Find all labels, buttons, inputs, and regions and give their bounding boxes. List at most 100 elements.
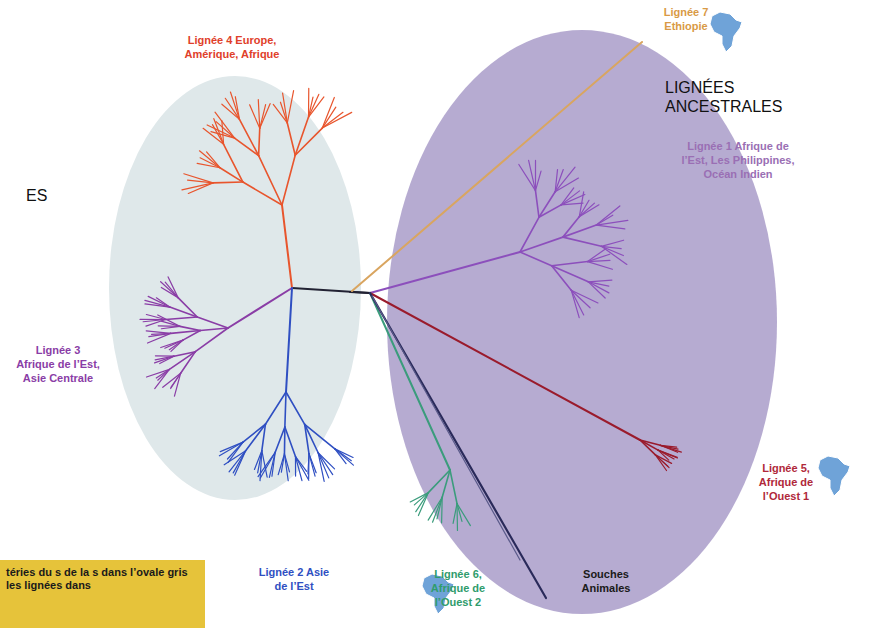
- tree-branch: [457, 504, 470, 526]
- tree-branch: [259, 156, 282, 205]
- tree-branch: [282, 205, 292, 288]
- lineage-label: Lignée 6, Afrique de l’Ouest 2: [422, 568, 494, 609]
- tree-branch: [228, 288, 292, 328]
- tree-branch: [370, 293, 546, 598]
- tree-branch: [295, 457, 308, 481]
- tree-branch: [292, 288, 370, 293]
- tree-branch: [178, 298, 197, 317]
- tree-branch: [254, 451, 261, 470]
- tree-branch: [655, 455, 666, 471]
- tree-branch: [184, 174, 213, 183]
- tree-branch: [539, 205, 561, 217]
- tree-branch: [555, 167, 575, 192]
- tree-branch: [149, 333, 171, 336]
- tree-branch: [265, 392, 286, 424]
- tree-branch: [418, 493, 428, 516]
- tree-branch: [282, 155, 295, 205]
- tree-branch: [235, 97, 239, 120]
- tree-branch: [322, 112, 343, 128]
- tree-branch: [278, 454, 284, 475]
- tree-branch: [660, 445, 681, 452]
- tree-branch: [197, 317, 228, 328]
- tree-branch: [529, 160, 536, 190]
- tree-branch: [428, 497, 442, 520]
- tree-branch: [169, 352, 195, 370]
- tree-branch: [146, 331, 171, 333]
- tree-branch: [156, 298, 169, 307]
- lineage-label: Lignée 4 Europe, Amérique, Afrique: [162, 34, 302, 62]
- tree-branch: [155, 356, 174, 360]
- tree-branch: [287, 91, 293, 123]
- tree-branch: [588, 260, 610, 261]
- tree-branch: [219, 442, 243, 456]
- tree-branch: [318, 453, 329, 478]
- lineage-label: Lignée 3 Afrique de l’Est, Asie Centrale: [16, 344, 100, 385]
- tree-branch: [168, 277, 178, 298]
- tree-branch: [155, 356, 174, 363]
- tree-branch: [555, 178, 578, 192]
- tree-branch: [295, 457, 296, 477]
- tree-branch: [295, 128, 322, 155]
- tree-branch: [450, 470, 457, 504]
- tree-branch: [220, 442, 243, 452]
- tree-branch: [350, 292, 370, 293]
- tree-branch: [258, 100, 259, 129]
- tree-branch: [227, 442, 243, 459]
- tree-branch: [535, 191, 538, 218]
- tree-branch: [322, 112, 351, 128]
- tree-branch: [230, 92, 239, 119]
- tree-branch: [563, 237, 601, 246]
- tree-branch: [235, 138, 259, 155]
- node-text: téries du s de la s dans l’ovale gris le…: [6, 566, 199, 592]
- tree-branch: [588, 280, 612, 282]
- tree-branch: [552, 266, 572, 290]
- tree-branch: [453, 504, 457, 524]
- tree-branch: [258, 451, 262, 473]
- lineage-label: Souches Animales: [566, 568, 646, 596]
- tree-branch: [372, 296, 520, 560]
- tree-branch: [535, 171, 541, 190]
- ancestral-oval: LIGNÉES ANCESTRALES: [387, 30, 777, 614]
- tree-branch: [335, 449, 354, 465]
- tree-branch: [588, 249, 606, 262]
- tree-branch: [155, 355, 174, 356]
- tree-branch: [308, 454, 310, 479]
- tree-branch: [148, 333, 171, 343]
- tree-branch: [561, 203, 583, 205]
- tree-branch: [370, 293, 640, 440]
- lineage-label: Lignée 7 Ethiopie: [655, 6, 717, 34]
- tree-branch: [200, 328, 228, 330]
- tree-branch: [146, 314, 165, 319]
- tree-branch: [199, 151, 219, 168]
- tree-branch: [588, 254, 610, 261]
- tree-branch: [370, 252, 520, 293]
- tree-branch: [601, 240, 623, 246]
- tree-branch: [660, 445, 677, 452]
- tree-branch: [283, 93, 288, 123]
- tree-branch: [285, 427, 296, 457]
- node-text: LIGNÉES ANCESTRALES: [665, 78, 795, 116]
- tree-branch: [182, 183, 213, 190]
- tree-branch: [147, 369, 170, 377]
- tree-branch: [305, 424, 318, 452]
- tree-branch: [171, 330, 201, 333]
- africa-icon: [818, 456, 850, 496]
- tree-branch: [286, 392, 305, 424]
- tree-branch: [555, 170, 563, 192]
- tree-branch: [335, 449, 346, 464]
- tree-branch: [309, 97, 324, 117]
- tree-branch: [295, 457, 301, 481]
- tree-branch: [563, 225, 596, 237]
- tree-branch: [305, 424, 335, 448]
- lineage-label: Lignée 2 Asie de l’Est: [252, 566, 336, 594]
- tree-branch: [308, 454, 309, 474]
- tree-branch: [213, 181, 243, 183]
- tree-branch: [215, 112, 235, 138]
- tree-branch: [284, 454, 288, 481]
- tree-branch: [180, 326, 200, 330]
- tree-branch: [166, 317, 198, 320]
- tree-branch: [216, 122, 235, 138]
